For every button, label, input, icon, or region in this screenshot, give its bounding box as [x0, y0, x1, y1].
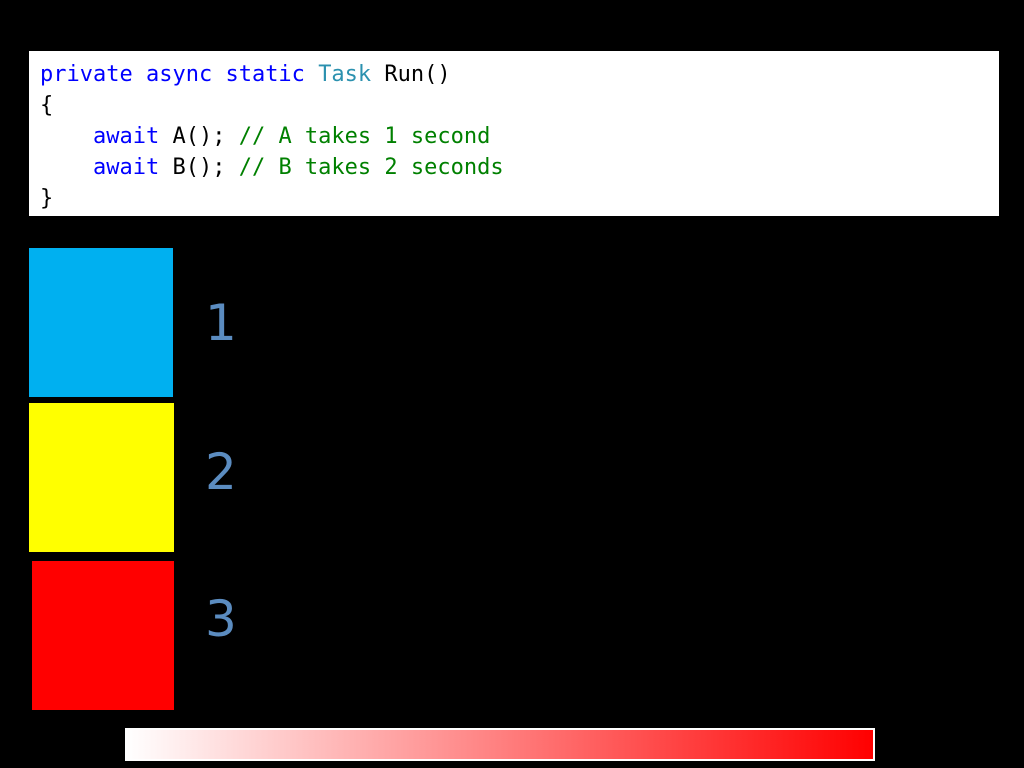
yellow-block [29, 403, 174, 552]
keyword-await: await [92, 155, 160, 180]
indent [40, 155, 93, 180]
keyword-await: await [92, 124, 160, 149]
code-line-3: await A(); // A takes 1 second [40, 121, 999, 152]
progress-bar [125, 728, 875, 761]
step-number-2: 2 [205, 443, 237, 501]
comment-b: // B takes 2 seconds [238, 155, 504, 180]
progress-bar-fill [127, 730, 873, 759]
code-line-4: await B(); // B takes 2 seconds [40, 152, 999, 183]
red-block [32, 561, 174, 710]
call-b: B(); [172, 155, 226, 180]
call-a: A(); [172, 124, 226, 149]
code-line-1: private async static Task Run() [40, 59, 999, 90]
code-line-5: } [40, 186, 54, 211]
step-number-3: 3 [205, 590, 237, 648]
keyword-private: private [40, 62, 133, 87]
step-number-1: 1 [205, 294, 237, 352]
keyword-static: static [225, 62, 305, 87]
keyword-async: async [145, 62, 213, 87]
blue-block [29, 248, 173, 397]
comment-a: // A takes 1 second [238, 124, 491, 149]
method-signature: Run() [384, 62, 451, 87]
code-snippet: private async static Task Run() { await A… [29, 51, 999, 216]
indent [40, 124, 93, 149]
code-line-2: { [40, 93, 54, 118]
type-task: Task [318, 62, 372, 87]
